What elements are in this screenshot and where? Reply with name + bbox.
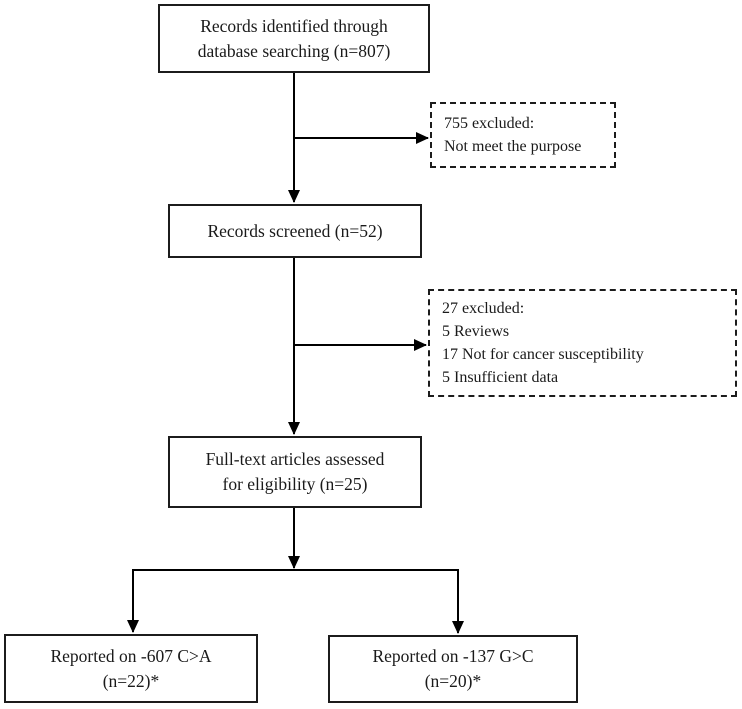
node-text-line: Reported on -607 C>A: [50, 645, 212, 666]
node-records-identified: Records identified through database sear…: [158, 4, 430, 73]
node-reported-607: Reported on -607 C>A (n=22)*: [4, 634, 258, 703]
node-text-line: database searching (n=807): [197, 40, 391, 61]
node-text-line: for eligibility (n=25): [222, 474, 368, 494]
node-fulltext-assessed: Full-text articles assessed for eligibil…: [168, 436, 422, 508]
node-text-line: Records identified through: [200, 15, 388, 36]
node-text-line: Records screened (n=52): [207, 220, 383, 241]
node-reported-137: Reported on -137 G>C (n=20)*: [328, 635, 578, 703]
node-text-line: 5 Insufficient data: [442, 369, 559, 386]
node-text-line: Reported on -137 G>C: [372, 646, 534, 666]
node-text-line: Full-text articles assessed: [205, 449, 385, 469]
node-text-line: 755 excluded:: [444, 115, 535, 132]
node-excluded-755: 755 excluded: Not meet the purpose: [430, 102, 616, 168]
node-excluded-27: 27 excluded: 5 Reviews 17 Not for cancer…: [428, 289, 737, 397]
node-text-line: (n=20)*: [424, 671, 482, 691]
node-text-line: Not meet the purpose: [444, 138, 582, 155]
node-text-line: 27 excluded:: [442, 300, 525, 317]
node-records-screened: Records screened (n=52): [168, 204, 422, 258]
node-text-line: 5 Reviews: [442, 323, 510, 340]
node-text-line: 17 Not for cancer susceptibility: [442, 346, 644, 363]
node-text-line: (n=22)*: [102, 670, 160, 691]
